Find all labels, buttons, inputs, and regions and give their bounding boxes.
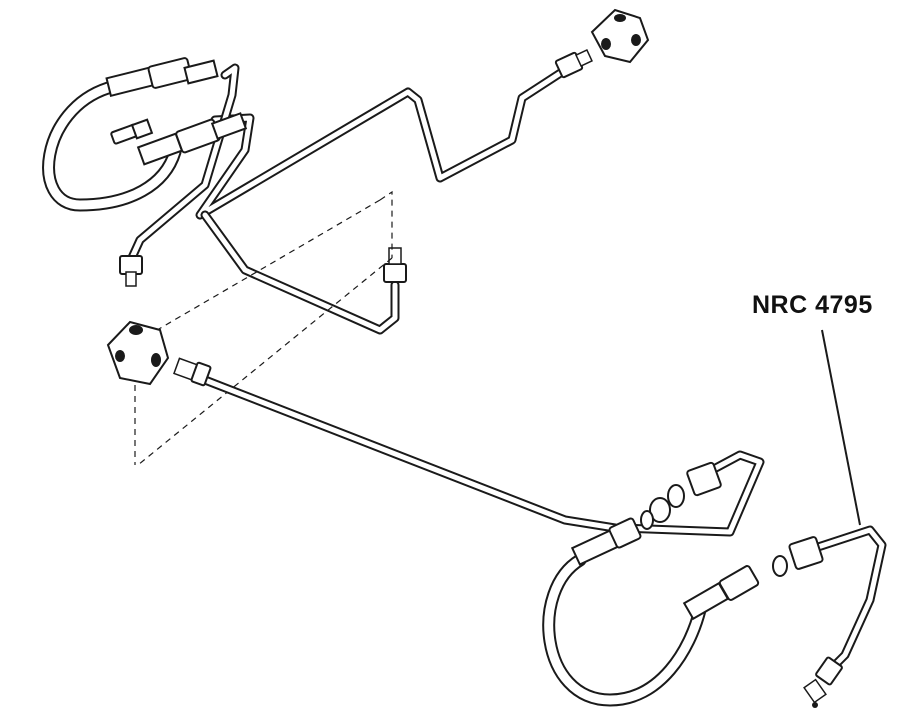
upper-branch-pipe: [200, 210, 400, 335]
upper-three-way-connector: [590, 8, 650, 64]
upper-left-nipple: [119, 255, 143, 287]
upper-long-pipe: [195, 67, 567, 220]
lower-three-way-connector: [106, 320, 170, 386]
part-number-label: NRC 4795: [752, 291, 873, 319]
lower-washers: [640, 484, 685, 530]
lower-pipe-threaded-end: [173, 357, 212, 387]
upper-middle-nipple: [383, 247, 407, 283]
lower-flex-hose: [542, 553, 707, 707]
callout-leader-line: [821, 329, 861, 526]
upper-pipe-assembly: [42, 8, 650, 335]
alignment-dashed-lines: [134, 190, 393, 466]
lower-pipe-assembly: [106, 320, 788, 707]
lower-hose-washer: [772, 555, 788, 577]
upper-hose-union-bottom: [136, 112, 248, 166]
lower-pipe-nut: [686, 461, 722, 497]
lower-hose-end-top: [570, 517, 642, 566]
upper-right-pipe-nut: [554, 49, 593, 79]
lower-hose-end-bottom: [682, 565, 760, 621]
upper-small-nipple: [110, 118, 154, 145]
upper-hose-union-top: [105, 57, 219, 97]
upper-flex-hose: [42, 81, 182, 212]
nrc-4795-pipe: [788, 525, 887, 708]
lower-long-pipe: [200, 375, 620, 533]
lower-bent-pipe: [615, 450, 765, 537]
